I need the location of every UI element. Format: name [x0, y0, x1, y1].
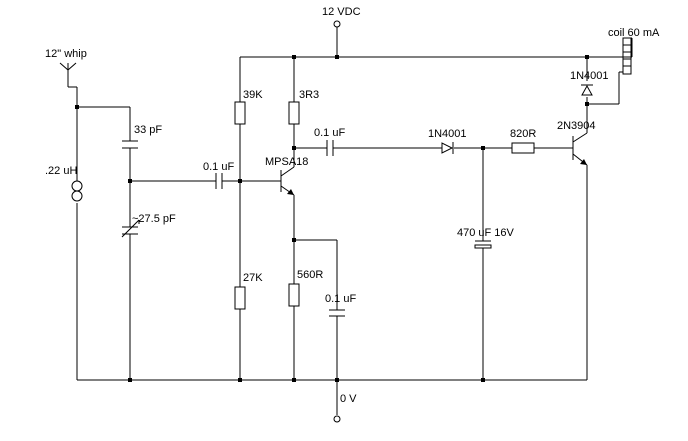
output-capacitor-label: 0.1 uF	[314, 127, 345, 139]
capacitor-470uf-label: 470 uF 16V	[457, 227, 515, 239]
resistor-820r-label: 820R	[510, 128, 536, 140]
ground-label: 0 V	[340, 393, 357, 405]
resistor-560r-label: 560R	[297, 269, 323, 281]
resistor-560r: 560R	[288, 269, 323, 307]
input-capacitor-label: 0.1 uF	[203, 161, 234, 173]
junction-dots	[75, 55, 589, 382]
transistor-q2: 2N3904	[557, 120, 596, 166]
relay-coil-label: coil 60 mA	[608, 27, 660, 39]
supply-label: 12 VDC	[322, 6, 361, 18]
diode-flyback: 1N4001	[570, 70, 609, 96]
transistor-q1: MPSA18	[265, 156, 308, 196]
resistor-820r: 820R	[510, 128, 536, 154]
input-capacitor: 0.1 uF	[203, 161, 234, 189]
diode-flyback-label: 1N4001	[570, 70, 609, 82]
transistor-q2-label: 2N3904	[557, 120, 596, 132]
resistor-3r3-label: 3R3	[299, 89, 319, 101]
variable-capacitor: ~27.5 pF	[121, 213, 176, 238]
inductor-symbol: .22 uH	[45, 165, 83, 202]
antenna-label: 12" whip	[45, 48, 87, 60]
capacitor-470uf: 470 uF 16V	[457, 227, 515, 249]
diode-detector: 1N4001	[428, 128, 467, 154]
resistor-27k: 27K	[234, 272, 263, 310]
resistor-39k: 39K	[234, 89, 263, 125]
supply-terminal: 12 VDC	[322, 6, 361, 28]
inductor-label: .22 uH	[45, 165, 77, 177]
emitter-capacitor-label: 0.1 uF	[325, 293, 356, 305]
transistor-q1-label: MPSA18	[265, 156, 308, 168]
emitter-capacitor: 0.1 uF	[325, 293, 356, 317]
capacitor-33pf: 33 pF	[122, 124, 162, 149]
resistor-3r3: 3R3	[288, 89, 319, 125]
capacitor-33pf-label: 33 pF	[134, 124, 162, 136]
antenna-symbol: 12" whip	[45, 48, 87, 71]
relay-coil: coil 60 mA	[608, 27, 660, 75]
variable-capacitor-label: ~27.5 pF	[132, 213, 176, 225]
resistor-27k-label: 27K	[243, 272, 263, 284]
output-capacitor: 0.1 uF	[314, 127, 345, 156]
diode-detector-label: 1N4001	[428, 128, 467, 140]
ground-terminal: 0 V	[333, 393, 357, 423]
resistor-39k-label: 39K	[243, 89, 263, 101]
